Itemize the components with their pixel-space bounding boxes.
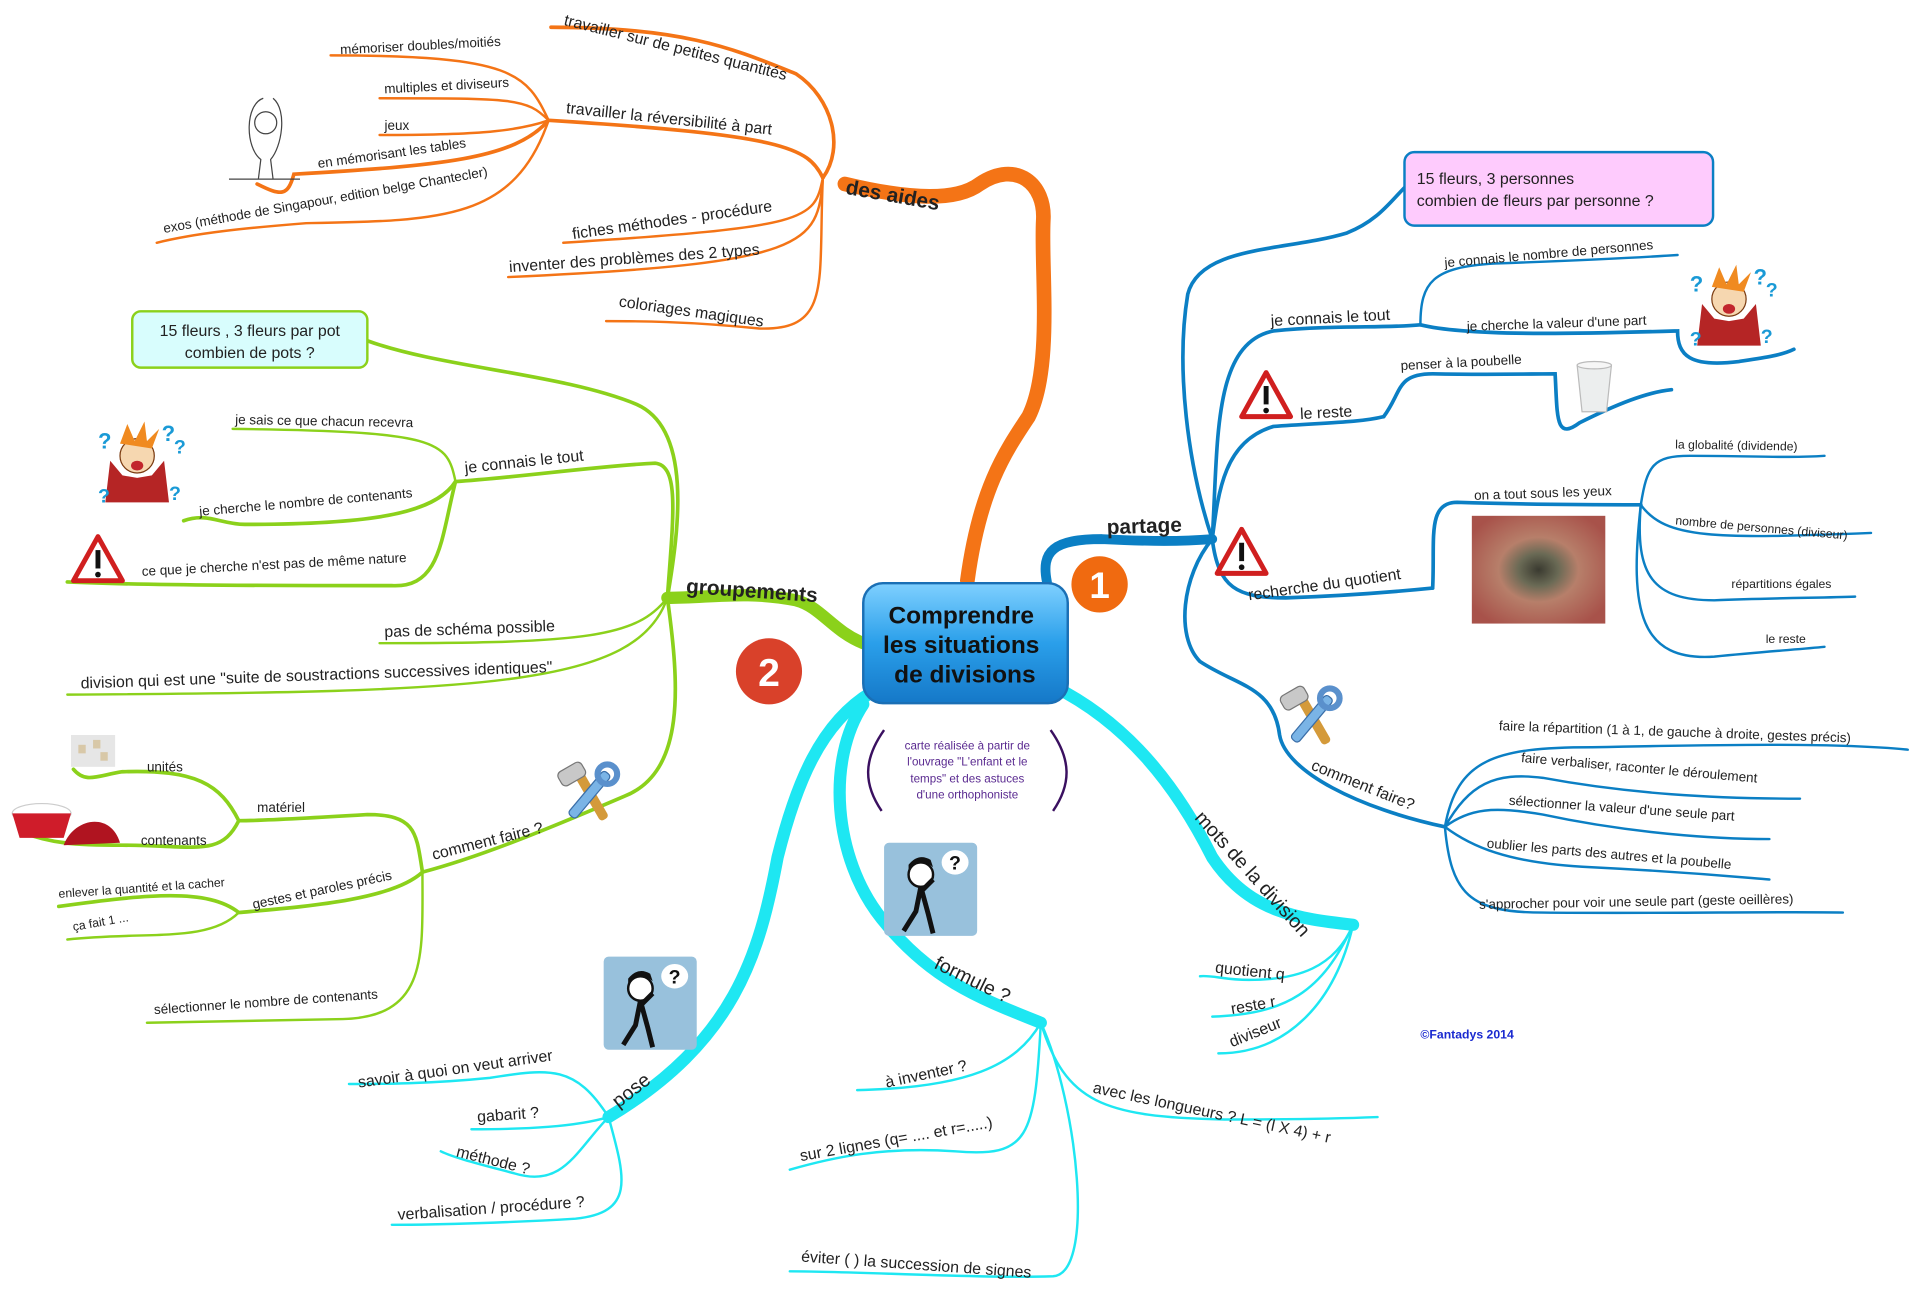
node-reste-list: le reste (1766, 632, 1806, 646)
badge-one: 1 (1071, 556, 1128, 613)
copyright: ©Fantadys 2014 (1420, 1028, 1514, 1042)
note-line: temps" et des astuces (910, 773, 1024, 786)
node-nature: ce que je cherche n'est pas de même natu… (141, 550, 406, 579)
node-contenants: contenants (141, 833, 207, 848)
node-gabarit: gabarit ? (477, 1105, 540, 1126)
node-a-inventer: à inventer ? (884, 1058, 969, 1092)
node-cherche-contenants: je cherche le nombre de contenants (198, 485, 414, 519)
node-poubelle: penser à la poubelle (1400, 352, 1522, 373)
node-comment-faire: comment faire ? (430, 820, 545, 864)
branch-des-aides (155, 25, 1052, 589)
node-repartitions: répartitions égales (1731, 577, 1831, 591)
note-line: carte réalisée à partir de (905, 740, 1030, 753)
confused-person-icon (1689, 263, 1779, 352)
badge-number: 2 (758, 652, 780, 695)
node-approcher: s'approcher pour voir une seule part (ge… (1479, 891, 1794, 911)
central-line: de divisions (894, 661, 1035, 688)
confused-person-icon (97, 420, 187, 508)
cupcake-cups-image (11, 802, 120, 846)
central-line: les situations (883, 632, 1039, 659)
node-jeux: jeux (383, 118, 409, 133)
warning-icon (1242, 373, 1291, 417)
node-multiples: multiples et diviseurs (384, 75, 510, 97)
box-line: combien de fleurs par personne ? (1417, 193, 1654, 210)
node-quotient-q: quotient q (1214, 960, 1285, 984)
eye-photo (1471, 515, 1606, 624)
warning-icon (73, 537, 122, 581)
node-longueurs: avec les longueurs ? L = (l X 4) + r (1091, 1080, 1332, 1147)
node-materiel: matériel (257, 800, 305, 815)
node-nombre-personnes: je connais le nombre de personnes (1443, 237, 1654, 270)
branch-cyan (347, 679, 1379, 1278)
tools-icon (1279, 684, 1340, 745)
branch-groupements (22, 338, 870, 1024)
node-globalite: la globalité (dividende) (1675, 437, 1798, 453)
sketch-figure-icon (228, 97, 300, 180)
thinking-person-icon (604, 957, 697, 1050)
branch-label-mots-division: mots de la division (1190, 807, 1314, 941)
note-line: d'une orthophoniste (916, 789, 1018, 802)
node-suite-soustractions: division qui est une "suite de soustract… (80, 659, 552, 692)
trash-glass-icon (1576, 360, 1613, 413)
warning-icon (1217, 529, 1266, 573)
box-line: 15 fleurs, 3 personnes (1417, 171, 1574, 188)
node-exos: exos (méthode de Singapour, edition belg… (162, 164, 489, 236)
box-line: combien de pots ? (185, 345, 315, 362)
node-petites-quantites: travailler sur de petites quantités (562, 12, 788, 84)
node-selectionner-part: sélectionner la valeur d'une seule part (1508, 793, 1735, 824)
central-topic: Comprendre les situations de divisions (862, 581, 1069, 705)
node-reste-r: reste r (1230, 993, 1278, 1018)
node-tout-sous-yeux: on a tout sous les yeux (1474, 483, 1612, 503)
problem-box-partage: 15 fleurs, 3 personnes combien de fleurs… (1403, 150, 1715, 227)
box-line: 15 fleurs , 3 fleurs par pot (160, 323, 341, 340)
node-diviseur: diviseur (1227, 1014, 1285, 1051)
source-note: carte réalisée à partir de l'ouvrage "L'… (866, 729, 1068, 812)
node-valeur-part: je cherche la valeur d'une part (1466, 313, 1647, 334)
node-schema: pas de schéma possible (384, 618, 555, 641)
note-line: l'ouvrage "L'enfant et le (907, 756, 1027, 769)
node-oublier: oublier les parts des autres et la poube… (1486, 836, 1732, 872)
node-methode: méthode ? (455, 1144, 532, 1179)
node-recherche-quotient: recherche du quotient (1247, 566, 1402, 604)
node-unites: unités (147, 760, 183, 775)
node-diviseur: nombre de personnes (diviseur) (1675, 513, 1848, 542)
node-selectionner-contenants: sélectionner le nombre de contenants (153, 987, 378, 1018)
node-connais-tout: je connais le tout (1269, 307, 1391, 330)
node-savoir: savoir à quoi on veut arriver (357, 1047, 554, 1091)
badge-number: 1 (1089, 565, 1109, 606)
node-memoriser: mémoriser doubles/moitiés (340, 34, 502, 57)
node-sais: je sais ce que chacun recevra (234, 412, 414, 430)
branch-label-des-aides: des aides (844, 176, 941, 215)
node-fiches-methodes: fiches méthodes - procédure (571, 198, 773, 243)
node-ca-fait: ça fait 1 ... (72, 910, 130, 934)
node-tables: en mémorisant les tables (317, 135, 467, 171)
problem-box-groupements: 15 fleurs , 3 fleurs par pot combien de … (131, 310, 369, 369)
node-sur-2-lignes: sur 2 lignes (q= .... et r=.....) (799, 1114, 994, 1165)
node-coloriages: coloriages magiques (618, 294, 765, 331)
node-le-reste: le reste (1300, 403, 1353, 423)
node-reversibilite: travailler la réversibilité à part (565, 100, 773, 139)
node-eviter: éviter ( ) la succession de signes (801, 1249, 1032, 1282)
thinking-person-icon (884, 843, 977, 936)
central-line: Comprendre (888, 603, 1033, 630)
sugar-cubes-image (71, 735, 116, 767)
branch-partage (1040, 185, 1909, 915)
branch-label-partage: partage (1106, 514, 1182, 540)
badge-two: 2 (735, 638, 803, 705)
node-repartition: faire la répartition (1 à 1, de gauche à… (1499, 718, 1852, 745)
